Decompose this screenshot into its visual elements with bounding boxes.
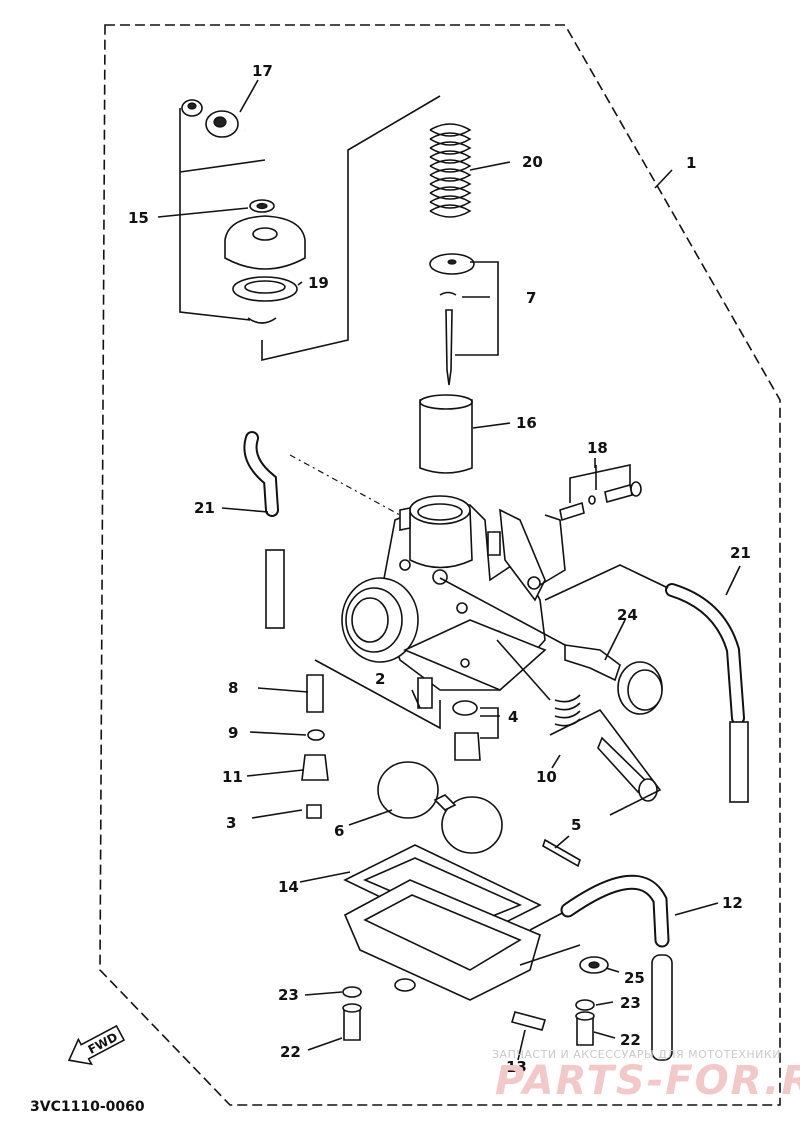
main-jet-holder [301,754,329,781]
watermark-caption: ЗАПЧАСТИ И АКСЕССУАРЫ ДЛЯ МОТОТЕХНИКИ [492,1048,781,1061]
jet-group [301,659,499,819]
leader-lines [157,79,741,1061]
jet-needle [445,309,453,386]
label-part-21-left: 21 [194,499,215,517]
float-bowl-group [343,844,581,1031]
vent-hose-right [544,564,749,803]
label-part-16: 16 [516,414,537,432]
bowl-fasteners [342,956,609,1046]
label-part-6: 6 [334,822,344,840]
o-ring-9 [307,729,325,741]
main-jet-3 [306,804,322,819]
body-vent-nipple [399,507,411,531]
label-part-23-left: 23 [278,986,299,1004]
label-part-15: 15 [128,209,149,227]
label-part-17: 17 [252,62,273,80]
part-labels: 1 2 3 4 5 6 7 8 9 10 11 12 13 14 15 16 1… [128,62,751,1076]
label-part-3: 3 [226,814,236,832]
label-part-14: 14 [278,878,299,896]
clip-lower [247,317,277,324]
label-part-8: 8 [228,679,238,697]
label-part-5: 5 [571,816,581,834]
label-part-4: 4 [508,708,518,726]
float-pin-5 [542,838,581,868]
label-part-22-right: 22 [620,1031,641,1049]
label-part-12: 12 [722,894,743,912]
label-part-11: 11 [222,768,243,786]
label-part-9: 9 [228,724,238,742]
vent-hose-left [243,431,401,629]
label-part-20: 20 [522,153,543,171]
label-part-24: 24 [617,606,638,624]
throttle-cap-group [179,95,441,362]
label-part-19: 19 [308,274,329,292]
diagram-code: 3VC1110-0060 [30,1099,145,1115]
label-part-18: 18 [587,439,608,457]
overflow-hose [560,874,673,1061]
washer-4 [452,700,478,716]
pilot-screw-set [539,464,642,586]
label-part-13: 13 [506,1058,527,1076]
label-part-2: 2 [375,670,385,688]
label-part-10: 10 [536,768,557,786]
washer-23-right [575,999,595,1011]
watermark-brand: PARTS-FOR.RU [495,1058,800,1104]
fwd-arrow-icon: FWD [67,1024,126,1066]
throttle-spring [429,123,472,218]
label-part-7: 7 [526,289,536,307]
main-jet-4 [454,732,481,761]
screw-22-right [576,1017,594,1046]
carburetor-body [341,495,547,691]
throttle-stop-screw [496,639,662,816]
drain-screw-13 [510,1011,547,1031]
label-part-21-right: 21 [730,544,751,562]
screw-22-left [343,1009,361,1041]
washer-23-left [342,986,362,998]
label-part-1: 1 [686,154,696,172]
pilot-jet-2 [417,677,433,709]
mixing-chamber-top [224,215,306,270]
label-part-23-right: 23 [620,994,641,1012]
label-part-22-left: 22 [280,1043,301,1061]
needle-jet [306,674,324,713]
needle-clip [439,291,457,296]
float-assembly [377,761,581,868]
assembly-boundary [99,24,781,1106]
watermark: ЗАПЧАСТИ И АКСЕССУАРЫ ДЛЯ МОТОТЕХНИКИ PA… [492,1048,800,1104]
bowl-flange [403,619,547,691]
throttle-slide-group [419,123,499,474]
label-part-25: 25 [624,969,645,987]
starter-plunger [439,577,663,715]
